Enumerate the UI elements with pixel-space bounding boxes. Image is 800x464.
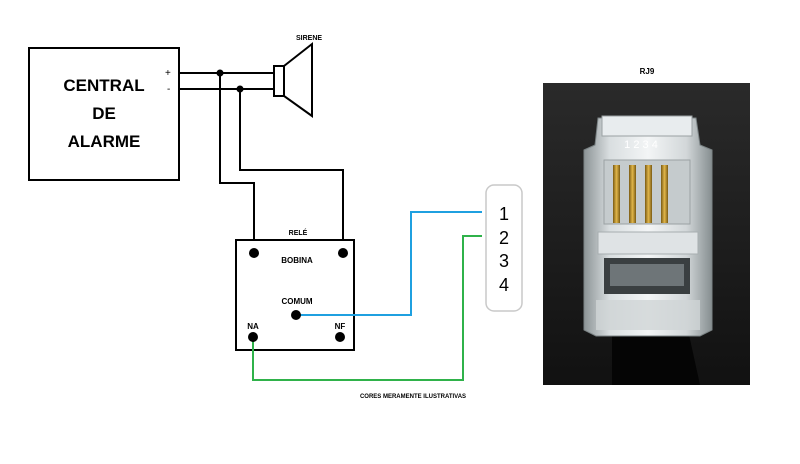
terminal-nf — [335, 332, 345, 342]
rj9-title: RJ9 — [640, 67, 655, 76]
wire-green-na-to-pin2 — [252, 235, 482, 381]
connector-pin-2: 2 — [499, 228, 509, 248]
central-alarme-box — [28, 47, 180, 181]
connector-pin-1: 1 — [499, 204, 509, 224]
sirene-label: SIRENE — [296, 35, 322, 42]
central-title-line1: CENTRAL — [63, 76, 144, 95]
junction-positive — [216, 69, 224, 77]
terminal-comum — [291, 310, 301, 320]
central-title-line2: DE — [92, 104, 116, 123]
terminal-na — [248, 332, 258, 342]
terminal-plus-label: + — [165, 68, 171, 79]
wire-blue-comum-to-pin1 — [297, 211, 482, 316]
connector-pin-4: 4 — [499, 275, 509, 295]
wire-negative-to-bobina — [239, 89, 344, 250]
wire-positive-to-bobina — [219, 73, 255, 250]
rele-bobina-label: BOBINA — [281, 256, 313, 265]
rele-title: RELÉ — [289, 228, 308, 237]
note-cores: CORES MERAMENTE ILUSTRATIVAS — [360, 394, 466, 400]
rele-box — [235, 239, 355, 351]
rele-comum-label: COMUM — [281, 297, 312, 306]
terminal-bobina-right — [338, 248, 348, 258]
black-wires — [179, 72, 344, 250]
central-title-line3: ALARME — [68, 132, 141, 151]
rele-na-label: NA — [247, 322, 259, 331]
rj9-pin-numbers: 1 2 3 4 — [624, 139, 658, 151]
rele-nf-label: NF — [335, 322, 346, 331]
connector-block — [485, 184, 523, 312]
terminal-bobina-left — [249, 248, 259, 258]
junction-negative — [236, 85, 244, 93]
rj9-photo: 1 2 3 4 — [543, 83, 750, 385]
sirene-speaker-icon — [273, 41, 313, 118]
terminal-minus-label: - — [167, 84, 170, 95]
connector-pin-3: 3 — [499, 251, 509, 271]
